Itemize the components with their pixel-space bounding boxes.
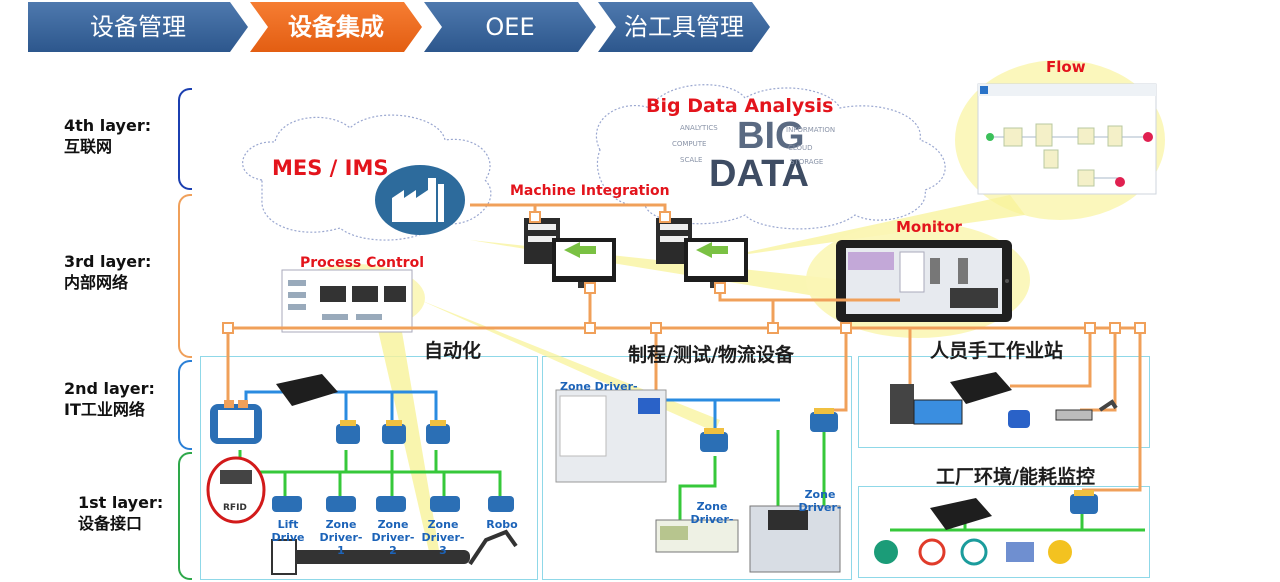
process-equipment bbox=[555, 389, 841, 573]
automation-title: 自动化 bbox=[424, 340, 482, 362]
svg-text:BIG: BIG bbox=[737, 115, 805, 157]
process-box bbox=[542, 356, 852, 580]
lift-drive-label: Lift Drive bbox=[271, 518, 305, 544]
process-control-panel bbox=[281, 269, 413, 333]
env-title: 工厂环境/能耗监控 bbox=[936, 466, 1095, 488]
robo-label: Robo bbox=[486, 518, 518, 531]
gateway-module-caps bbox=[340, 408, 1094, 496]
rfid-badge: RFID bbox=[206, 456, 266, 524]
blue-network bbox=[244, 390, 822, 432]
machine-computer-1 bbox=[524, 218, 616, 288]
layer-4-label: 4th layer:互联网 bbox=[64, 116, 152, 156]
zone-driver-3-label: Zone Driver-3 bbox=[421, 518, 465, 557]
svg-text:CLOUD: CLOUD bbox=[788, 144, 813, 152]
mes-label: MES / IMS bbox=[272, 156, 389, 180]
zone-driver-a-label: Zone Driver- bbox=[560, 380, 638, 393]
svg-text:RFID: RFID bbox=[223, 503, 247, 513]
flow-chart-screen bbox=[977, 83, 1157, 195]
svg-text:COMPUTE: COMPUTE bbox=[672, 140, 706, 148]
zone-driver-b-label: Zone Driver- bbox=[690, 500, 734, 526]
flow-label: Flow bbox=[1046, 58, 1086, 76]
svg-text:DATA: DATA bbox=[709, 153, 809, 195]
bigdata-wordcloud: BIG DATA ANALYTICS INFORMATION COMPUTE CLO… bbox=[672, 115, 835, 195]
mes-cloud bbox=[242, 114, 492, 241]
manual-title: 人员手工作业站 bbox=[930, 340, 1064, 362]
monitor-label: Monitor bbox=[896, 218, 962, 236]
orange-nodes bbox=[222, 211, 1146, 334]
process-title: 制程/测试/物流设备 bbox=[628, 344, 794, 366]
process-beam bbox=[378, 320, 440, 556]
layer-2-brace bbox=[178, 360, 192, 450]
bigdata-label: Big Data Analysis bbox=[646, 95, 834, 117]
svg-text:ANALYTICS: ANALYTICS bbox=[680, 124, 718, 132]
process-control-label: Process Control bbox=[300, 255, 424, 271]
zone-driver-c-label: Zone Driver- bbox=[798, 488, 842, 514]
svg-text:INFORMATION: INFORMATION bbox=[786, 126, 835, 134]
layer-4-brace bbox=[178, 88, 192, 190]
gateway-main bbox=[210, 400, 262, 444]
layer-1-label: 1st layer:设备接口 bbox=[78, 493, 164, 533]
monitor-tablet bbox=[836, 240, 1012, 322]
tab-equipment-integration[interactable]: 设备集成 bbox=[250, 2, 422, 52]
layer-3-label: 3rd layer:内部网络 bbox=[64, 252, 152, 292]
conveyor bbox=[271, 529, 518, 575]
manual-box bbox=[858, 356, 1150, 448]
flow-beam bbox=[720, 195, 1025, 258]
svg-text:STORAGE: STORAGE bbox=[790, 158, 823, 166]
automation-box bbox=[200, 356, 538, 580]
factory-icon bbox=[375, 165, 465, 235]
router-devices bbox=[276, 372, 1012, 530]
gateway-modules bbox=[336, 412, 1098, 514]
environment-icons bbox=[874, 538, 1072, 566]
layer-2-label: 2nd layer:IT工业网络 bbox=[64, 379, 155, 419]
tab-oee[interactable]: OEE bbox=[424, 2, 596, 52]
zone-driver-1-label: Zone Driver-1 bbox=[319, 518, 363, 557]
layer-3-brace bbox=[178, 194, 192, 358]
zone-driver-2-label: Zone Driver-2 bbox=[371, 518, 415, 557]
svg-text:SCALE: SCALE bbox=[680, 156, 702, 164]
green-network bbox=[238, 430, 1145, 532]
layer-1-brace bbox=[178, 452, 192, 580]
machine-integration-label: Machine Integration bbox=[510, 183, 670, 199]
env-box bbox=[858, 486, 1150, 578]
tab-tooling-management[interactable]: 治工具管理 bbox=[598, 2, 770, 52]
driver-modules bbox=[272, 496, 514, 512]
manual-station-equipment bbox=[890, 384, 1118, 428]
tab-equipment-management[interactable]: 设备管理 bbox=[28, 2, 248, 52]
machine-computer-2 bbox=[656, 218, 748, 288]
